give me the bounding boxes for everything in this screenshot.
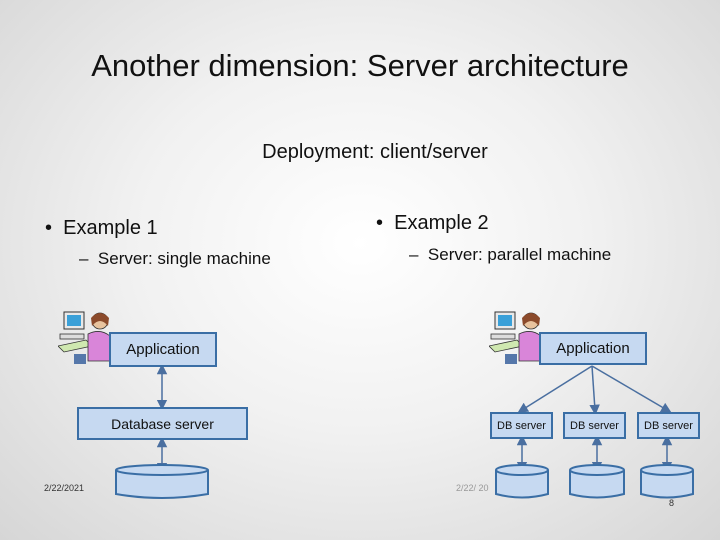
slide-date: 2/22/2021: [44, 483, 85, 493]
right-fan-arrow-3: [591, 365, 672, 413]
user-computer-icon: [489, 311, 542, 364]
bullet-dot: •: [45, 217, 64, 239]
right-db-server-box-3: DB server: [637, 412, 700, 439]
right-subbullet: – Server: parallel machine: [409, 245, 611, 265]
right-fan-arrow-1: [517, 365, 593, 413]
user-computer-icon: [58, 311, 111, 364]
slide-subtitle: Deployment: client/server: [262, 141, 488, 163]
right-bullet-text: Example 2: [394, 212, 489, 234]
right-db-server-box-1: DB server: [490, 412, 553, 439]
right-fan-arrow-2: [589, 365, 600, 416]
left-bullet-text: Example 1: [63, 217, 158, 239]
left-bullet: • Example 1: [45, 217, 158, 240]
dash: –: [409, 245, 428, 264]
right-application-box: Application: [539, 332, 647, 365]
disk-icon: [495, 464, 549, 499]
page-number: 8: [669, 498, 675, 508]
left-subbullet: – Server: single machine: [79, 249, 271, 269]
left-database-server-box: Database server: [77, 407, 248, 440]
right-subbullet-text: Server: parallel machine: [427, 245, 612, 264]
disk-icon: [569, 464, 625, 499]
bullet-dot: •: [376, 212, 395, 234]
left-application-box: Application: [109, 332, 217, 367]
left-subbullet-text: Server: single machine: [97, 249, 271, 268]
dash: –: [79, 249, 98, 268]
disk-icon: [115, 464, 209, 499]
disk-icon: [640, 464, 694, 499]
slide-date-faded: 2/22/ 20: [456, 483, 489, 493]
right-bullet: • Example 2: [376, 212, 489, 235]
slide-title: Another dimension: Server architecture: [91, 48, 629, 83]
right-db-server-box-2: DB server: [563, 412, 626, 439]
